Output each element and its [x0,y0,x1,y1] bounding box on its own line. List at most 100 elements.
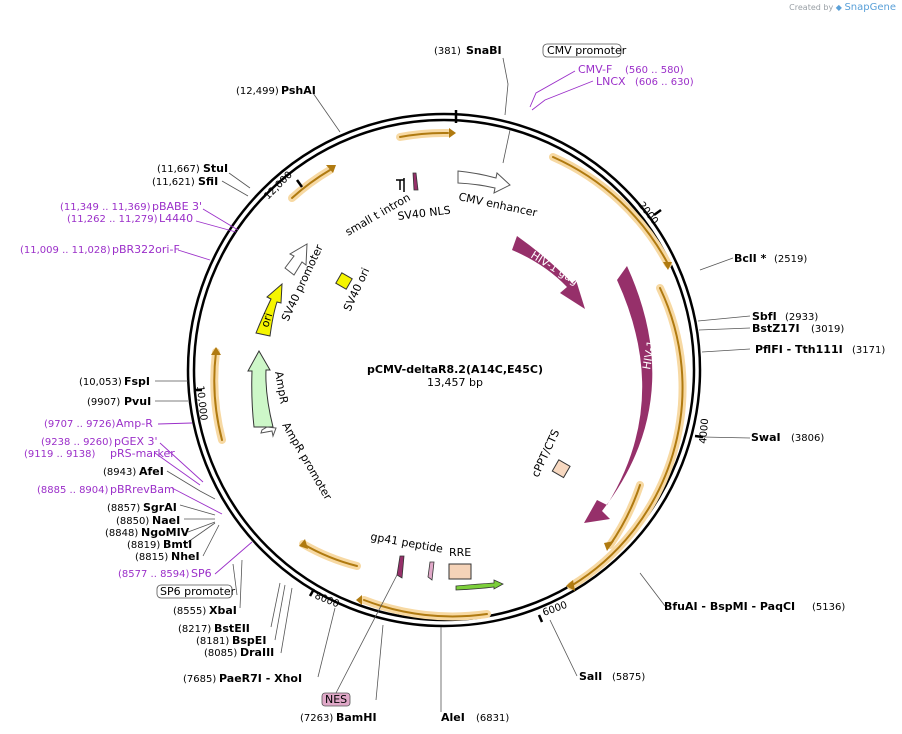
site-sbfi: SbfI(2933) [752,310,818,323]
svg-text:(5136): (5136) [812,602,845,613]
svg-text:PvuI: PvuI [124,395,151,408]
green-arrow-feature [455,579,504,591]
tick-label-6000: 6000 [541,600,569,619]
svg-text:(9119 .. 9138): (9119 .. 9138) [24,449,96,460]
primer-pbrrevbam: (8885 .. 8904)pBRrevBam [37,483,175,496]
svg-text:(8857): (8857) [107,503,140,514]
svg-text:pBABE 3': pBABE 3' [152,200,202,213]
svg-text:(11,262 .. 11,279): (11,262 .. 11,279) [67,214,158,225]
svg-text:(8885 .. 8904): (8885 .. 8904) [37,485,109,496]
svg-text:NgoMIV: NgoMIV [141,526,190,539]
svg-text:(3171): (3171) [852,345,885,356]
svg-text:NheI: NheI [171,550,200,563]
primer-pgex3: (9238 .. 9260)pGEX 3' [41,435,158,448]
site-sali: SalI(5875) [579,670,645,683]
svg-text:SbfI: SbfI [752,310,777,323]
sv40-ori-label: SV40 ori [341,266,372,313]
svg-text:SwaI: SwaI [751,431,781,444]
svg-text:(8815): (8815) [135,552,168,563]
plasmid-name: pCMV-deltaR8.2(A14C,E45C) [367,363,543,376]
orf-arrowheads [211,128,672,605]
svg-text:NaeI: NaeI [152,514,180,527]
svg-text:(8217): (8217) [178,624,211,635]
site-pvui: (9907) PvuI [87,395,151,408]
svg-text:PshAI: PshAI [281,84,316,97]
cmv-enhancer-label: CMV enhancer [457,190,538,219]
primer-lines [154,70,594,575]
site-nhei: (8815)NheI [135,550,200,563]
plasmid-length: 13,457 bp [427,376,483,389]
svg-text:(9907): (9907) [87,397,120,408]
snapgene-logo-icon: ◆ [835,3,842,12]
site-pshai: (12,499)PshAI [236,84,316,97]
site-swai: SwaI (3806) [751,431,824,444]
svg-text:(5875): (5875) [612,672,645,683]
svg-text:PaeR7I - XhoI: PaeR7I - XhoI [219,672,302,685]
svg-text:pBRrevBam: pBRrevBam [110,483,175,496]
tick-label-4000: 4000 [698,418,711,444]
svg-text:(8819): (8819) [127,540,160,551]
svg-text:(3019): (3019) [811,324,844,335]
orf-arc [213,351,223,441]
cppt-feature [551,459,571,479]
site-bspei: (8181)BspEI [196,634,266,647]
ori-label: ori [258,311,275,329]
svg-text:(8555): (8555) [173,606,206,617]
site-paer7i-xhoi: (7685)PaeR7I - XhoI [183,672,302,685]
sv40-nls-label: SV40 NLS [397,204,452,223]
site-naei: (8850)NaeI [116,514,180,527]
sv40-nls-feature [412,172,419,191]
gag-label: HIV-1 gag [528,249,580,288]
orf-arc [552,156,669,265]
leader-lines [155,57,751,712]
nes-box: NES [321,692,351,707]
svg-text:(7685): (7685) [183,674,216,685]
site-bmti: (8819)BmtI [127,538,192,551]
primer-pbr322ori-f: (11,009 .. 11,028)pBR322ori-F [20,243,180,256]
svg-text:(12,499): (12,499) [236,86,279,97]
svg-text:Amp-R: Amp-R [116,417,153,430]
gag-feature [512,236,585,309]
svg-text:(8085): (8085) [204,648,237,659]
svg-text:CMV-F: CMV-F [578,63,612,76]
orf-arrowhead [449,128,456,138]
svg-text:(3806): (3806) [791,433,824,444]
orf-arc [291,169,331,199]
rre-feature [448,563,472,580]
rre-label: RRE [449,546,471,559]
svg-text:StuI: StuI [203,162,228,175]
svg-text:SP6: SP6 [191,567,212,580]
primer-prs-marker: (9119 .. 9138)pRS-marker [24,447,175,460]
svg-text:(8848): (8848) [105,528,138,539]
site-alei: AleI(6831) [441,711,509,724]
gp41-feature [396,555,405,579]
orf-arrowhead [663,262,672,270]
orf-arc [399,131,449,138]
cmv-promoter-label: CMV promoter [547,44,627,57]
svg-text:(8577 .. 8594): (8577 .. 8594) [118,569,190,580]
orf-arrowhead [299,539,308,549]
svg-text:BfuAI - BspMI - PaqCI: BfuAI - BspMI - PaqCI [664,600,795,613]
site-bcli: BclI *(2519) [734,252,807,265]
sp6-promoter-label: SP6 promoter [160,585,236,598]
site-sfii: (11,621)SfiI [152,175,218,188]
sv40-ori-feature [335,272,353,290]
svg-text:XbaI: XbaI [209,604,237,617]
site-draiii: (8085)DraIII [204,646,274,659]
site-pflfi: PflFI - Tth111I(3171) [755,343,885,356]
svg-text:BstZ17I: BstZ17I [752,322,800,335]
svg-text:BspEI: BspEI [232,634,266,647]
ori-feature [255,282,283,337]
svg-text:(9238 .. 9260): (9238 .. 9260) [41,437,113,448]
svg-text:pBR322ori-F: pBR322ori-F [112,243,180,256]
svg-text:BmtI: BmtI [163,538,192,551]
gp41-label: gp41 peptide [369,530,444,556]
svg-text:(8850): (8850) [116,516,149,527]
orf-arrowhead [566,580,575,591]
svg-text:(11,621): (11,621) [152,177,195,188]
credit: Created by ◆ SnapGene [789,2,896,13]
backbone-outer [186,112,702,628]
primer-sp6: (8577 .. 8594)SP6 [118,567,212,580]
site-fspi: (10,053)FspI [79,375,150,388]
